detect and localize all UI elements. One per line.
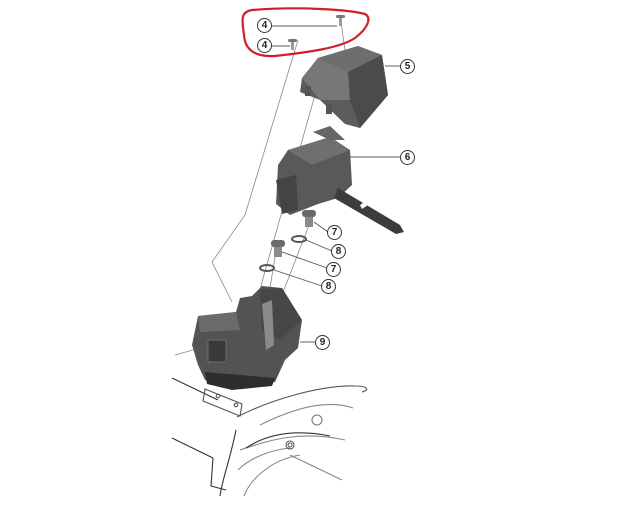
frame-outline: [171, 377, 368, 497]
callout-6: 6: [400, 150, 415, 165]
holder-part-9: [192, 286, 302, 390]
bolt-part-7-upper: [302, 210, 316, 227]
callout-leaders: [271, 25, 400, 343]
callout-7-upper: 7: [327, 225, 342, 240]
callout-4-lower: 4: [257, 38, 272, 53]
bolt-part-7-lower: [271, 240, 285, 257]
callout-7-lower: 7: [326, 262, 341, 277]
connector-part-6: [276, 126, 404, 234]
cover-part-5: [300, 46, 388, 128]
callout-9: 9: [315, 335, 330, 350]
callout-4-upper: 4: [257, 18, 272, 33]
screw-part-4-upper: [336, 15, 345, 26]
callout-5: 5: [400, 59, 415, 74]
washer-part-8-upper: [291, 235, 307, 243]
callout-8-upper: 8: [331, 244, 346, 259]
red-highlight-loop: [241, 7, 370, 58]
callout-8-lower: 8: [321, 279, 336, 294]
washer-part-8-lower: [259, 264, 275, 272]
screw-part-4-lower: [288, 39, 297, 50]
